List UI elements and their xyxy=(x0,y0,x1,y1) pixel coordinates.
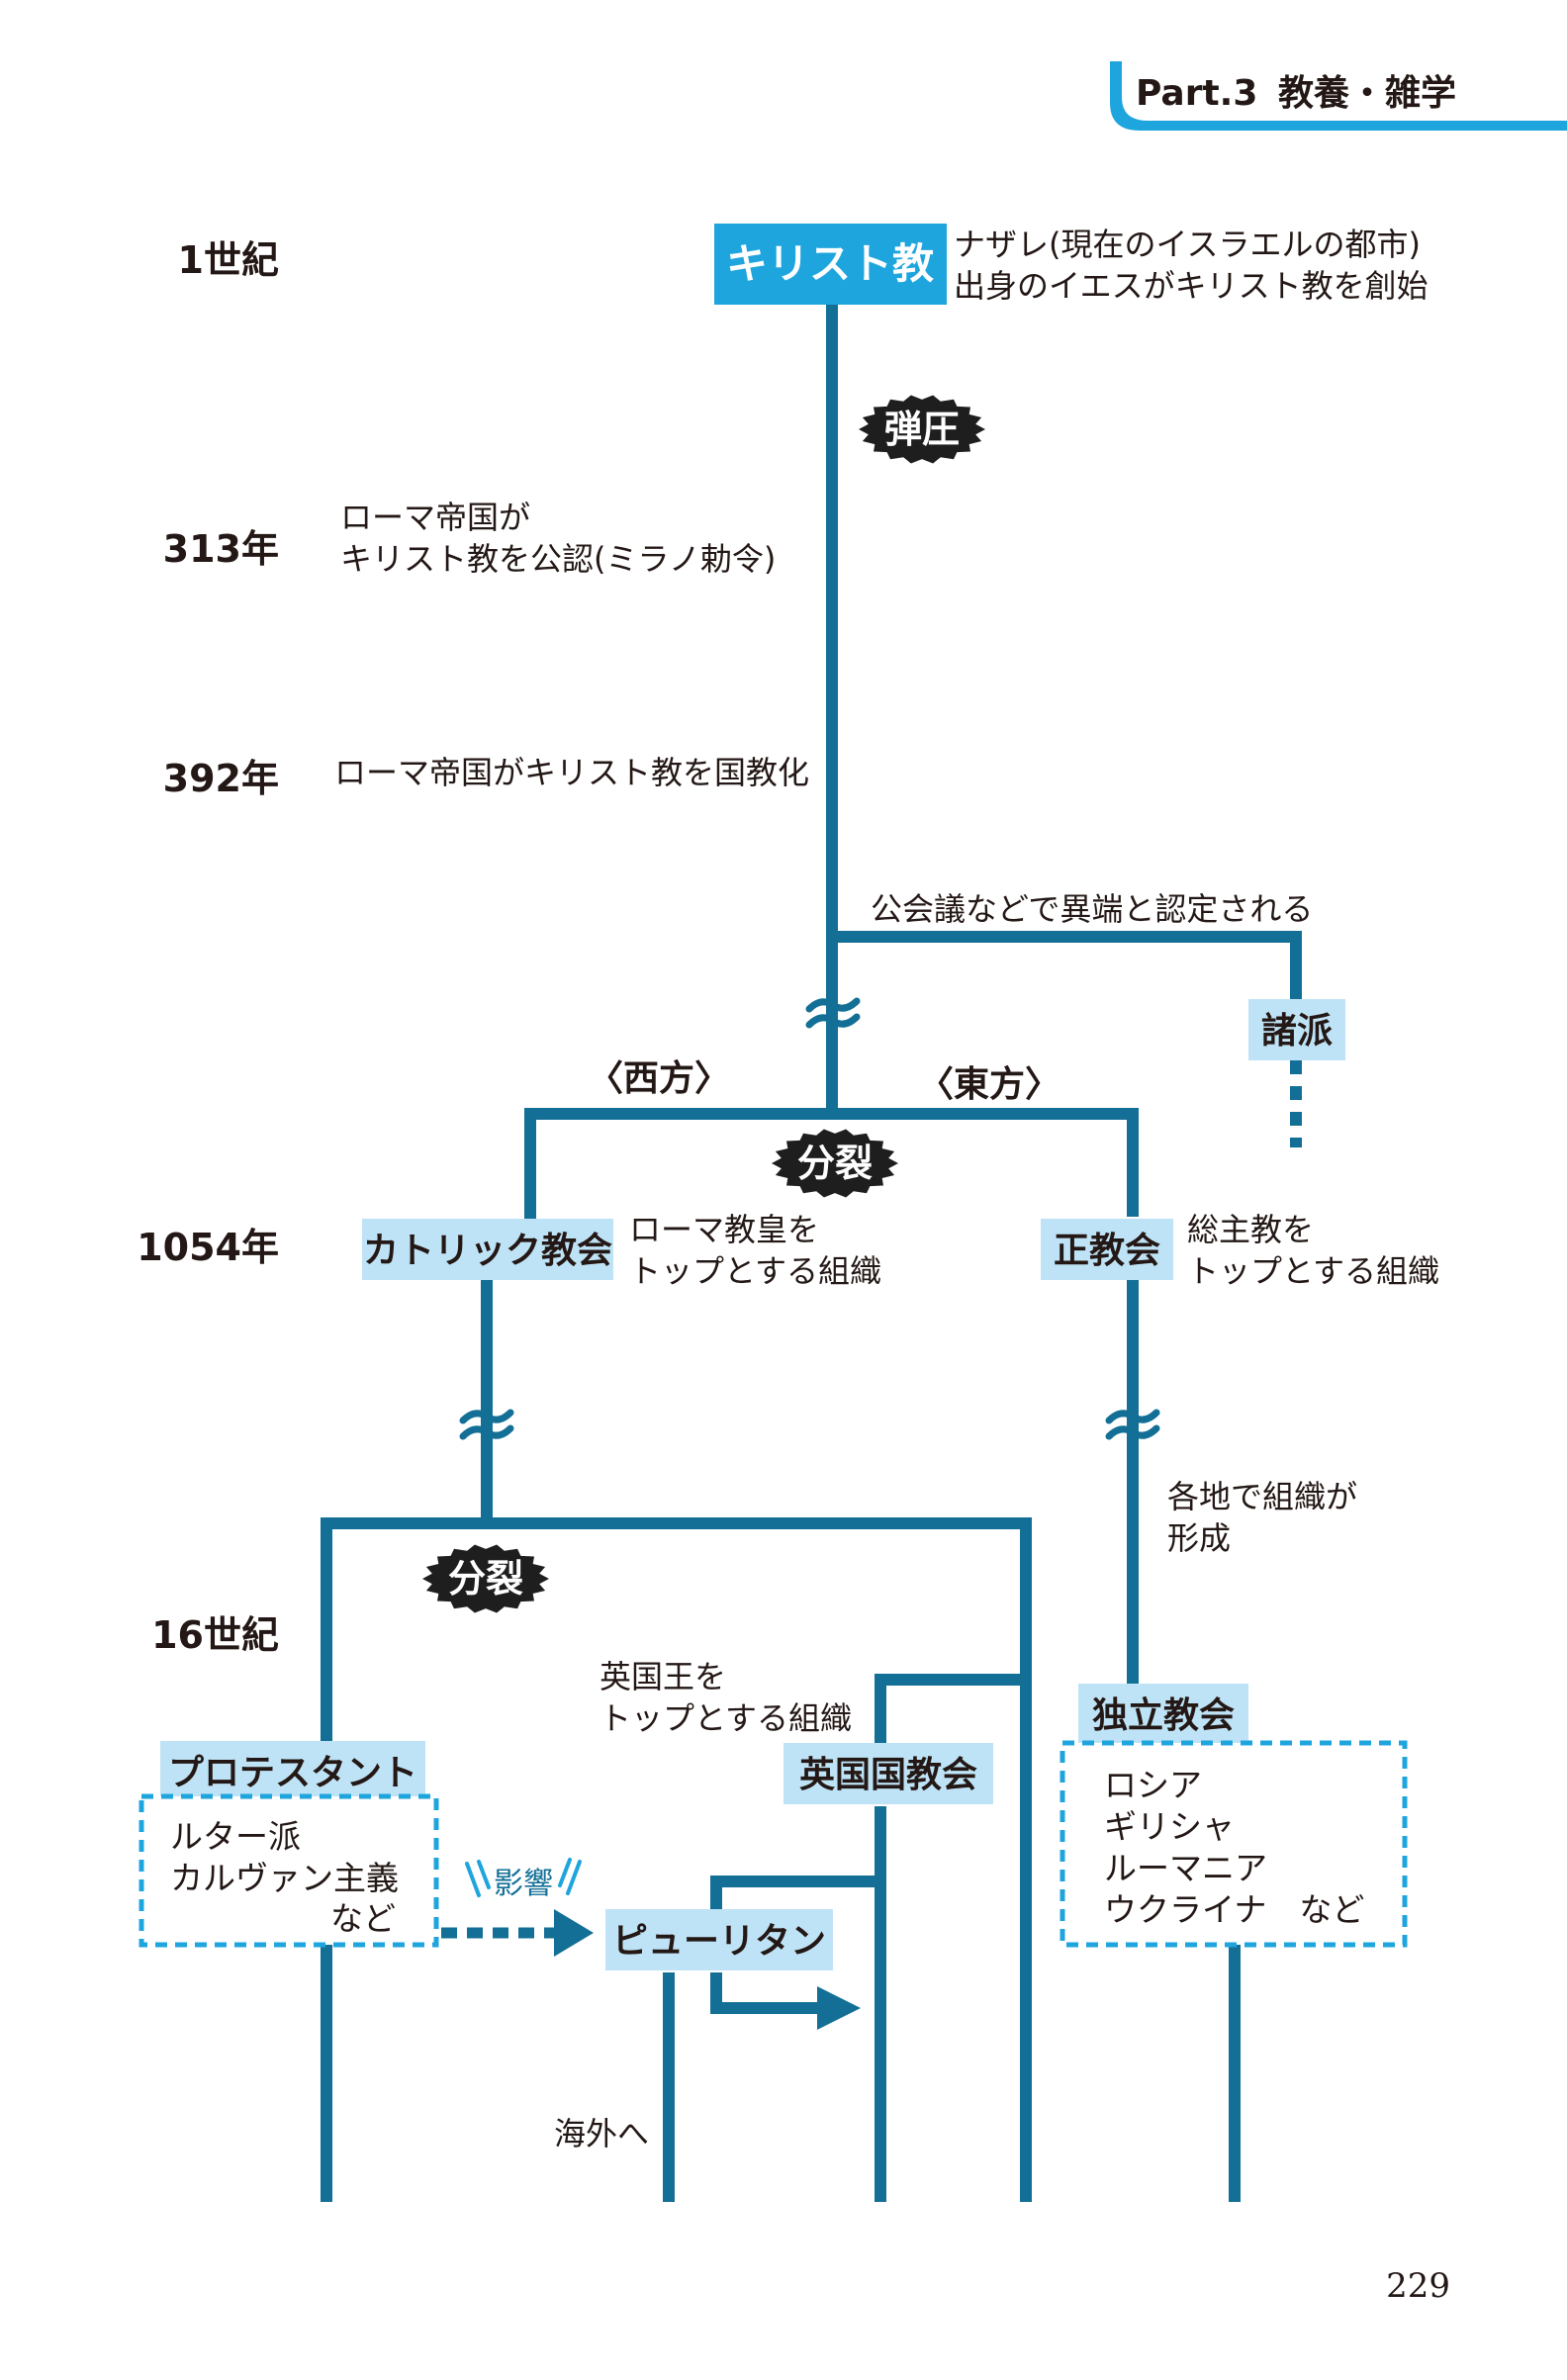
heresy-branch-line xyxy=(832,931,1302,1001)
influence-arrow: 影響 xyxy=(441,1858,594,1957)
era-313: 313年 xyxy=(163,527,279,571)
influence-arrowhead xyxy=(554,1909,594,1957)
node-sects-label: 諸派 xyxy=(1261,1011,1333,1052)
east-west-split-line xyxy=(524,1108,1139,1225)
note-patriarch-line-2: トップとする組織 xyxy=(1187,1252,1439,1290)
node-protestant-label: プロテスタント xyxy=(168,1753,417,1793)
protestant-group-1: ルター派 xyxy=(170,1817,301,1856)
note-origin-line-2: 出身のイエスがキリスト教を創始 xyxy=(954,267,1429,305)
influence-label: 影響 xyxy=(494,1867,553,1901)
note-patriarch-line-1: 総主教を xyxy=(1187,1211,1314,1248)
node-catholic-label: カトリック教会 xyxy=(363,1231,612,1271)
time-break-trunk xyxy=(805,997,861,1029)
note-pope-line-1: ローマ教皇を xyxy=(629,1211,819,1248)
note-overseas: 海外へ xyxy=(554,2115,649,2152)
burst-schism-reformation: 分裂 xyxy=(422,1544,549,1613)
node-puritan-label: ピューリタン xyxy=(612,1921,826,1962)
connector-lines xyxy=(321,302,1302,2202)
node-orthodox: 正教会 xyxy=(1041,1219,1173,1280)
header-title: 教養・雑学 xyxy=(1278,72,1456,114)
independent-group-2: ギリシャ xyxy=(1104,1807,1235,1846)
node-orthodox-label: 正教会 xyxy=(1054,1231,1160,1271)
note-king-line-1: 英国王を xyxy=(599,1658,726,1695)
note-heresy: 公会議などで異端と認定される xyxy=(871,890,1313,928)
header-tab-shape xyxy=(1110,61,1567,131)
page-number: 229 xyxy=(1386,2266,1450,2306)
influence-emphasis-marks xyxy=(465,1858,582,1897)
burst-schism-reformation-label: 分裂 xyxy=(448,1557,523,1601)
independent-group-3: ルーマニア xyxy=(1104,1849,1267,1887)
protestant-groups-box: ルター派 カルヴァン主義 など xyxy=(138,1793,439,1948)
reformation-split-line xyxy=(321,1517,1032,2202)
independent-groups-box: ロシア ギリシャ ルーマニア ウクライナ など xyxy=(1060,1740,1408,1948)
page-header: Part.3 教養・雑学 xyxy=(1110,61,1567,131)
puritan-migration-arrowhead xyxy=(817,1986,861,2030)
era-16th-century: 16世紀 xyxy=(151,1613,279,1657)
time-break-orthodox xyxy=(1105,1409,1160,1440)
node-catholic: カトリック教会 xyxy=(362,1219,613,1280)
node-sects: 諸派 xyxy=(1248,999,1345,1060)
independent-group-4: ウクライナ など xyxy=(1104,1890,1364,1929)
era-labels: 1世紀 313年 392年 1054年 16世紀 xyxy=(137,238,279,1657)
node-independent-label: 独立教会 xyxy=(1092,1695,1235,1736)
note-state-religion: ローマ帝国がキリスト教を国教化 xyxy=(334,754,809,791)
time-breaks xyxy=(459,997,1160,1440)
annotation-notes: ナザレ(現在のイスラエルの都市) 出身のイエスがキリスト教を創始 ローマ帝国が … xyxy=(334,226,1439,2152)
note-origin-line-1: ナザレ(現在のイスラエルの都市) xyxy=(954,226,1421,263)
node-independent: 独立教会 xyxy=(1078,1684,1248,1745)
node-anglican: 英国国教会 xyxy=(784,1743,993,1804)
note-regional-line-2: 形成 xyxy=(1167,1519,1231,1557)
burst-schism-east-west: 分裂 xyxy=(772,1129,898,1198)
protestant-group-3: など xyxy=(330,1899,396,1938)
era-1st-century: 1世紀 xyxy=(178,238,279,282)
node-christianity: キリスト教 xyxy=(714,224,947,305)
note-edict-line-2: キリスト教を公認(ミラノ勅令) xyxy=(340,540,776,578)
puritan-migration-arrow-line xyxy=(710,1972,819,2014)
node-puritan: ピューリタン xyxy=(605,1909,833,1970)
burst-persecution-label: 弾圧 xyxy=(884,408,960,451)
anglican-branch-line xyxy=(875,1674,1026,1745)
node-christianity-label: キリスト教 xyxy=(726,239,934,288)
header-part: Part.3 xyxy=(1136,73,1257,114)
direction-east: 〈東方〉 xyxy=(918,1064,1060,1105)
time-break-catholic xyxy=(459,1409,514,1440)
note-regional-line-1: 各地で組織が xyxy=(1167,1478,1357,1515)
note-edict-line-1: ローマ帝国が xyxy=(340,499,530,536)
era-392: 392年 xyxy=(163,757,279,800)
protestant-group-2: カルヴァン主義 xyxy=(170,1859,399,1897)
node-anglican-label: 英国国教会 xyxy=(799,1755,977,1795)
direction-west: 〈西方〉 xyxy=(588,1058,730,1099)
note-king-line-2: トップとする組織 xyxy=(599,1699,852,1737)
burst-schism-east-west-label: 分裂 xyxy=(797,1142,873,1185)
note-pope-line-2: トップとする組織 xyxy=(629,1252,881,1290)
node-protestant: プロテスタント xyxy=(160,1741,425,1802)
burst-persecution: 弾圧 xyxy=(859,395,985,464)
era-1054: 1054年 xyxy=(137,1226,279,1269)
independent-group-1: ロシア xyxy=(1104,1766,1202,1804)
